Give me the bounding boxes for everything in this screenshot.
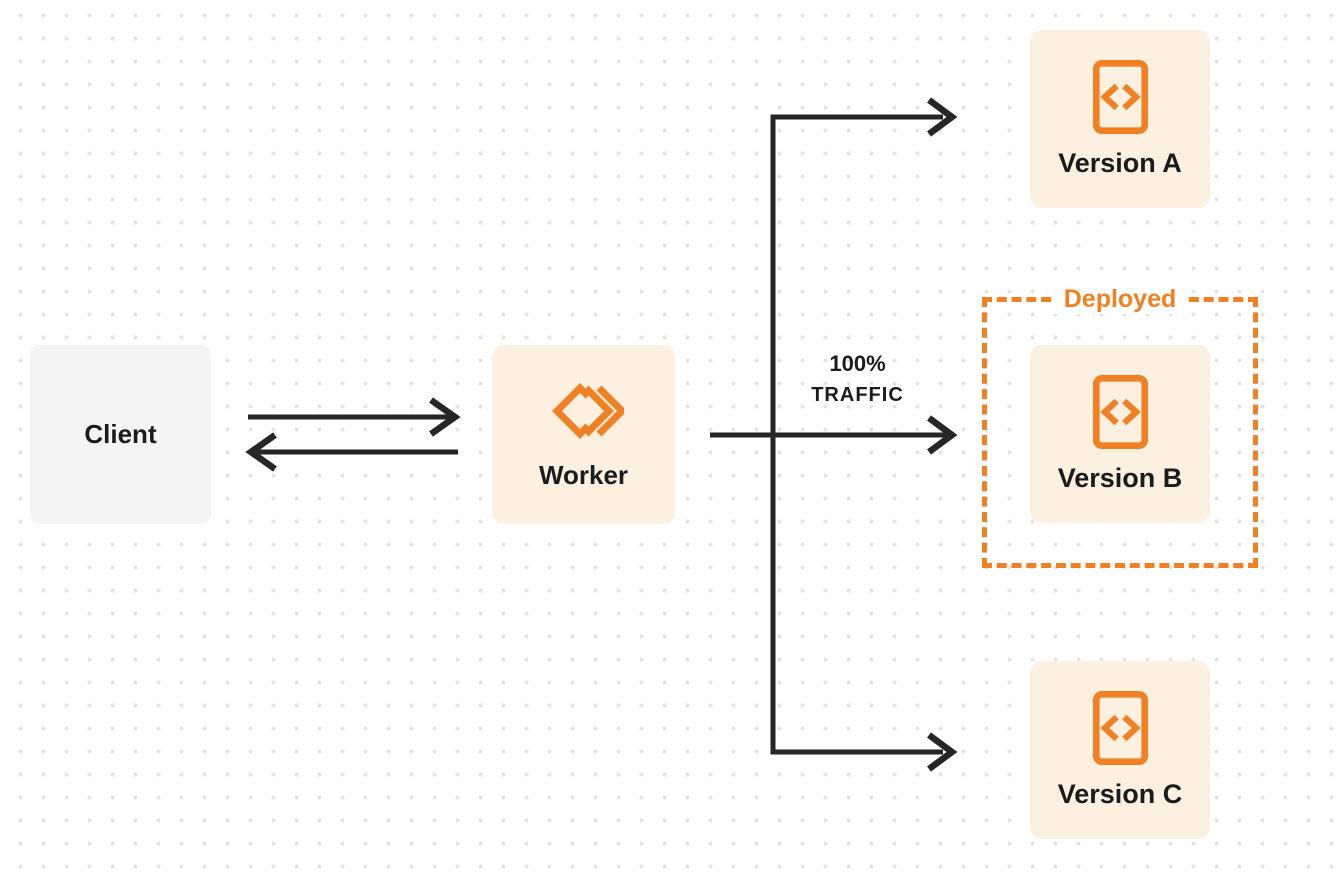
- client-label: Client: [84, 419, 157, 449]
- arrow-worker-to-version-b: [710, 415, 958, 455]
- version-a-label: Version A: [1058, 148, 1182, 178]
- traffic-word: TRAFFIC: [811, 384, 904, 406]
- node-version-a: Version A: [1030, 30, 1210, 208]
- branch-trunk: [770, 97, 958, 772]
- traffic-percent: 100%: [829, 351, 886, 376]
- arrow-client-to-worker: [248, 397, 461, 437]
- version-b-label: Version B: [1057, 463, 1183, 493]
- node-version-b: Version B: [1030, 345, 1210, 523]
- deployed-group-label: Deployed: [1051, 285, 1189, 314]
- worker-label: Worker: [538, 459, 629, 490]
- workers-chevrons-icon: [551, 382, 624, 439]
- arrowhead-to-version-c: [927, 732, 958, 772]
- version-c-label: Version C: [1057, 779, 1183, 809]
- code-document-icon: [1092, 374, 1148, 450]
- code-document-icon: [1092, 690, 1148, 766]
- deployed-group-box: Deployed: [982, 285, 1258, 568]
- node-version-c: Version C: [1030, 661, 1210, 839]
- arrowhead-to-version-a: [927, 97, 958, 137]
- node-client: Client: [30, 345, 211, 524]
- node-worker: Worker: [492, 345, 675, 524]
- traffic-label: 100% TRAFFIC: [785, 349, 930, 411]
- code-document-icon: [1092, 59, 1148, 135]
- arrow-worker-to-client: [245, 432, 458, 472]
